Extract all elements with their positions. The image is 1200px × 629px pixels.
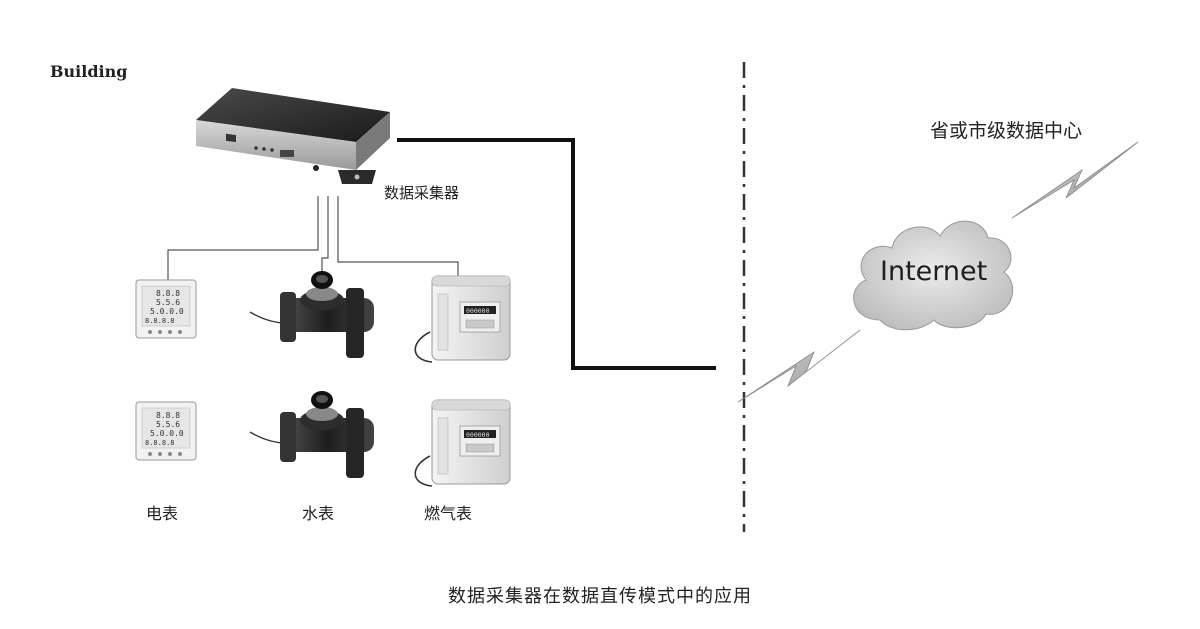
wire-electric-meter (167, 196, 319, 280)
electric-display-line: 5.5.6 (156, 420, 180, 429)
data-collector-device-icon (196, 88, 390, 184)
water-meter-icon (249, 271, 374, 358)
gas-meter-icon: 000000 (414, 275, 511, 363)
gas-display-digits: 000000 (466, 307, 490, 315)
electric-meter-icon: 8.8.8 5.5.6 5.0.0.0 8.8.8.8 (135, 279, 197, 339)
electric-meter-icon: 8.8.8 5.5.6 5.0.0.0 8.8.8.8 (135, 401, 197, 461)
wire-water-meter (321, 196, 329, 274)
electric-display-line: 5.0.0.0 (150, 307, 184, 316)
gas-meter-icon: 000000 (414, 399, 511, 487)
electric-display-line: 8.8.8.8 (145, 317, 175, 325)
data-collector-label: 数据采集器 (384, 184, 460, 202)
electric-display-line: 8.8.8.8 (145, 439, 175, 447)
diagram-caption: 数据采集器在数据直传模式中的应用 (448, 586, 752, 607)
electric-display-line: 8.8.8 (156, 289, 180, 298)
electric-display-line: 5.5.6 (156, 298, 180, 307)
electric-display-line: 5.0.0.0 (150, 429, 184, 438)
water-meter-label: 水表 (302, 504, 335, 523)
gas-display-digits: 000000 (466, 431, 490, 439)
lightning-link-icon (737, 329, 861, 403)
lightning-link-icon (1011, 141, 1139, 219)
gas-meter-label: 燃气表 (424, 504, 473, 523)
electric-meter-label: 电表 (146, 504, 179, 523)
building-label: Building (50, 62, 128, 81)
cloud-icon (853, 220, 1014, 331)
data-center-label: 省或市级数据中心 (930, 120, 1083, 142)
wire-gas-meter (337, 196, 459, 276)
electric-display-line: 8.8.8 (156, 411, 180, 420)
collector-uplink-line (397, 138, 716, 370)
internet-label: Internet (880, 256, 988, 287)
water-meter-icon (249, 391, 374, 478)
